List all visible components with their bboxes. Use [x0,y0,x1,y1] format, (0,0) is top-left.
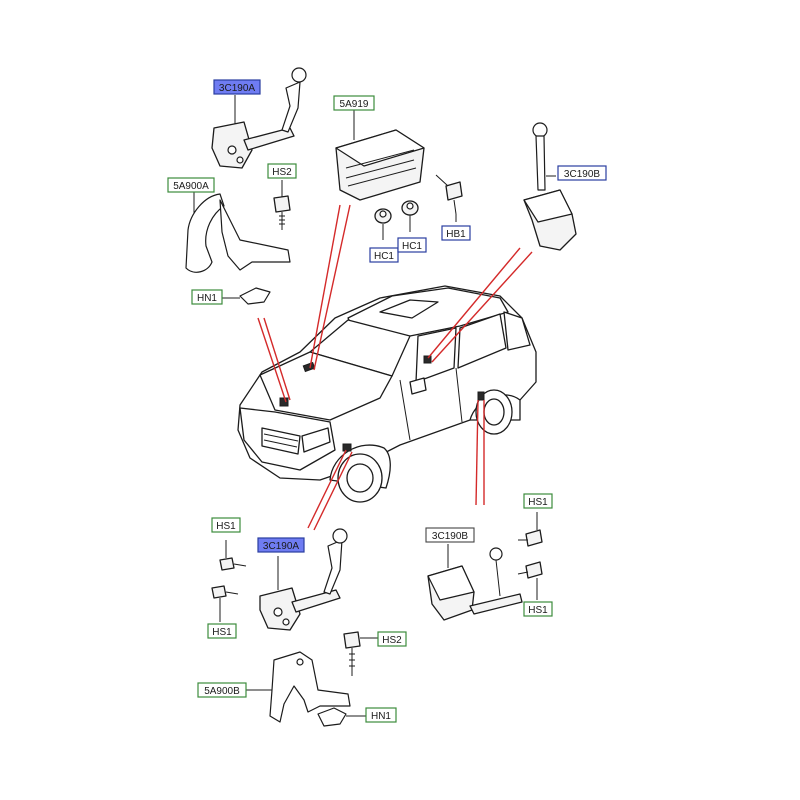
sensor-3c190a-top [211,67,307,169]
label-hn1-top: HN1 [191,289,223,305]
label-text: HC1 [374,251,394,262]
sensor-3c190b-top [523,122,577,251]
label-text: 3C190B [432,531,468,542]
label-text: HC1 [402,241,422,252]
label-text: 3C190B [564,169,600,180]
sensor-3c190b-bottom [427,512,543,621]
label-text: HS1 [216,521,236,532]
label-text: HB1 [446,229,466,240]
label-text: HS2 [272,167,292,178]
label-text: HN1 [371,711,391,722]
label-hs2-top: HS2 [267,163,297,179]
label-text: 5A900A [173,181,209,192]
label-text: HS1 [528,605,548,616]
label-5a919: 5A919 [333,95,375,111]
label-3c190b-bottom: 3C190B [425,527,475,543]
label-text: HN1 [197,293,217,304]
label-hn1-bottom: HN1 [365,707,397,723]
bracket-5a900b [246,631,378,727]
part-labels: 3C190A 5A919 5A900A HS2 3C190B HC1 HC1 [167,79,607,723]
label-hb1: HB1 [441,225,471,241]
label-hs1-left-top: HS1 [211,517,241,533]
label-hs2-bottom: HS2 [377,631,407,647]
label-3c190a-bottom: 3C190A [257,537,305,553]
label-text: 3C190A [263,541,299,552]
label-3c190a-top: 3C190A [213,79,261,95]
label-5a900b: 5A900B [197,682,247,698]
module-5a919 [335,110,463,240]
label-hs1-right-top: HS1 [523,493,553,509]
callout-lines [257,204,533,531]
bracket-5a900a [185,180,291,305]
label-text: HS1 [528,497,548,508]
label-text: HS1 [212,627,232,638]
vehicle-illustration [237,285,537,503]
label-text: 3C190A [219,83,255,94]
label-3c190b-top: 3C190B [557,165,607,181]
label-5a900a: 5A900A [167,177,215,193]
label-hs1-right-bottom: HS1 [523,601,553,617]
label-text: 5A900B [204,686,240,697]
label-hc1-right: HC1 [397,237,427,253]
label-text: 5A919 [340,99,369,110]
sensor-3c190a-bottom [211,528,348,631]
label-hs1-left-bottom: HS1 [207,623,237,639]
label-text: HS2 [382,635,402,646]
label-hc1-left: HC1 [369,247,399,263]
